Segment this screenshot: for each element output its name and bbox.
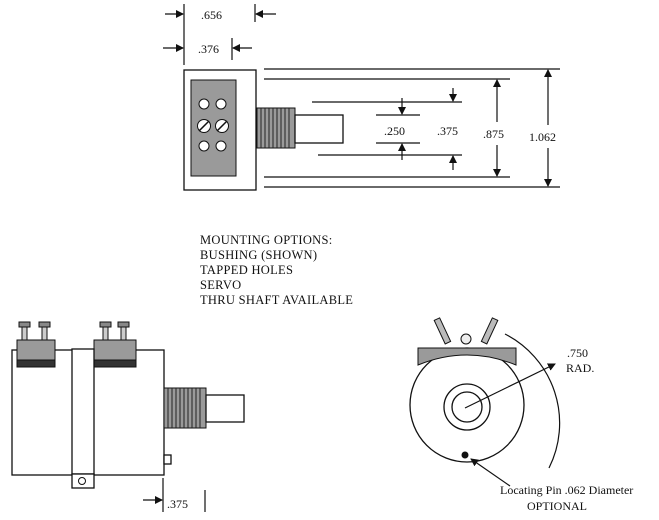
terminal-pin-cap: [18, 321, 31, 328]
note-line: SERVO: [200, 278, 241, 292]
dim-250-label: .250: [384, 124, 405, 138]
dim-1062-label: 1.062: [529, 130, 556, 144]
terminal-block-base: [16, 359, 56, 368]
screw-slot: [198, 120, 210, 132]
shaft: [294, 114, 344, 144]
locating-pin-dot: [461, 451, 469, 459]
terminal-pin: [41, 326, 48, 342]
end-view: .750 RAD. Locating Pin .062 Diameter OPT…: [409, 317, 633, 513]
dim-375-label: .375: [437, 124, 458, 138]
mounting-notes: MOUNTING OPTIONS: BUSHING (SHOWN) TAPPED…: [200, 233, 353, 307]
terminal-pin: [120, 326, 127, 342]
bushing-threads: [260, 108, 290, 148]
radius-unit: RAD.: [566, 361, 594, 375]
locating-pin-label: Locating Pin .062 Diameter: [500, 483, 633, 497]
terminal-block-base: [93, 359, 137, 368]
locating-pin-optional: OPTIONAL: [527, 499, 587, 513]
end-pin-left: [433, 317, 452, 345]
side-shaft: [205, 394, 245, 423]
side-bushing-threads: [167, 388, 201, 428]
locating-pin-leader: [470, 458, 511, 487]
side-view: .375: [11, 321, 245, 512]
terminal-block-right: [93, 339, 137, 361]
radius-arc: [504, 333, 561, 469]
locating-pin: [163, 454, 172, 465]
terminal-pin: [102, 326, 109, 342]
note-line: TAPPED HOLES: [200, 263, 293, 277]
dim-875-label: .875: [483, 127, 504, 141]
top-view: .656 .376: [163, 4, 560, 191]
note-line: MOUNTING OPTIONS:: [200, 233, 333, 247]
note-line: THRU SHAFT AVAILABLE: [200, 293, 353, 307]
terminal-pin-cap: [38, 321, 51, 328]
terminal-pin-cap: [117, 321, 130, 328]
terminal-pin: [21, 326, 28, 342]
terminal-pin-cap: [99, 321, 112, 328]
terminal-block-left: [16, 339, 56, 361]
end-terminal-block: [417, 347, 517, 366]
dim-376-label: .376: [198, 42, 219, 56]
side-bushing: [163, 387, 207, 429]
dim-side-375-label: .375: [167, 497, 188, 511]
clamp-screw: [78, 477, 86, 485]
screw-slot: [216, 120, 228, 132]
note-line: BUSHING (SHOWN): [200, 248, 317, 262]
terminal-hole: [215, 140, 227, 152]
radius-value: .750: [567, 346, 588, 360]
terminal-hole: [198, 140, 210, 152]
dim-656-label: .656: [201, 8, 222, 22]
radius-leader: [464, 363, 556, 409]
terminal-hole: [215, 98, 227, 110]
terminal-hole: [198, 98, 210, 110]
end-center-pin: [460, 333, 472, 345]
end-pin-right: [480, 317, 499, 345]
clamp-band: [71, 348, 95, 475]
